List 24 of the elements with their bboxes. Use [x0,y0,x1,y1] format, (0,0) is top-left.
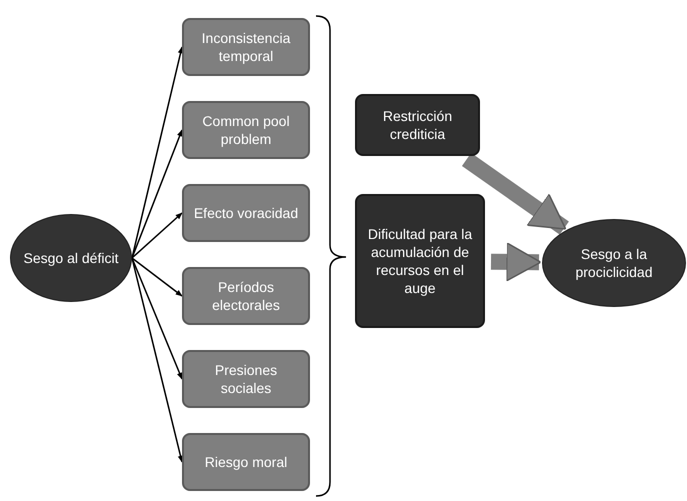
arrow [462,152,569,235]
node-label: Sesgo a la prociclicidad [574,244,654,282]
node-label: Common pool problem [201,112,291,148]
process-box [182,267,310,325]
arrow [131,129,183,258]
node-label: Efecto voracidad [192,204,300,222]
process-box [182,433,310,491]
process-box [182,184,310,242]
arrow [132,212,183,259]
node-label: Períodos electorales [211,278,281,314]
process-box [182,18,310,76]
process-box [355,94,480,156]
node-label: Riesgo moral [204,452,288,472]
node-label: Restricción crediticia [382,106,454,144]
arrow [132,257,183,297]
process-box [182,350,310,408]
arrow [490,244,542,280]
process-box [355,194,485,328]
node-label: Presiones sociales [214,360,278,398]
node-label: Sesgo al déficit [22,248,120,268]
arrow [131,258,183,380]
node-label: Dificultad para la acumulación de recursos en el auge [366,224,474,298]
node-label: Inconsistencia temporal [200,28,292,66]
process-box [182,101,310,159]
